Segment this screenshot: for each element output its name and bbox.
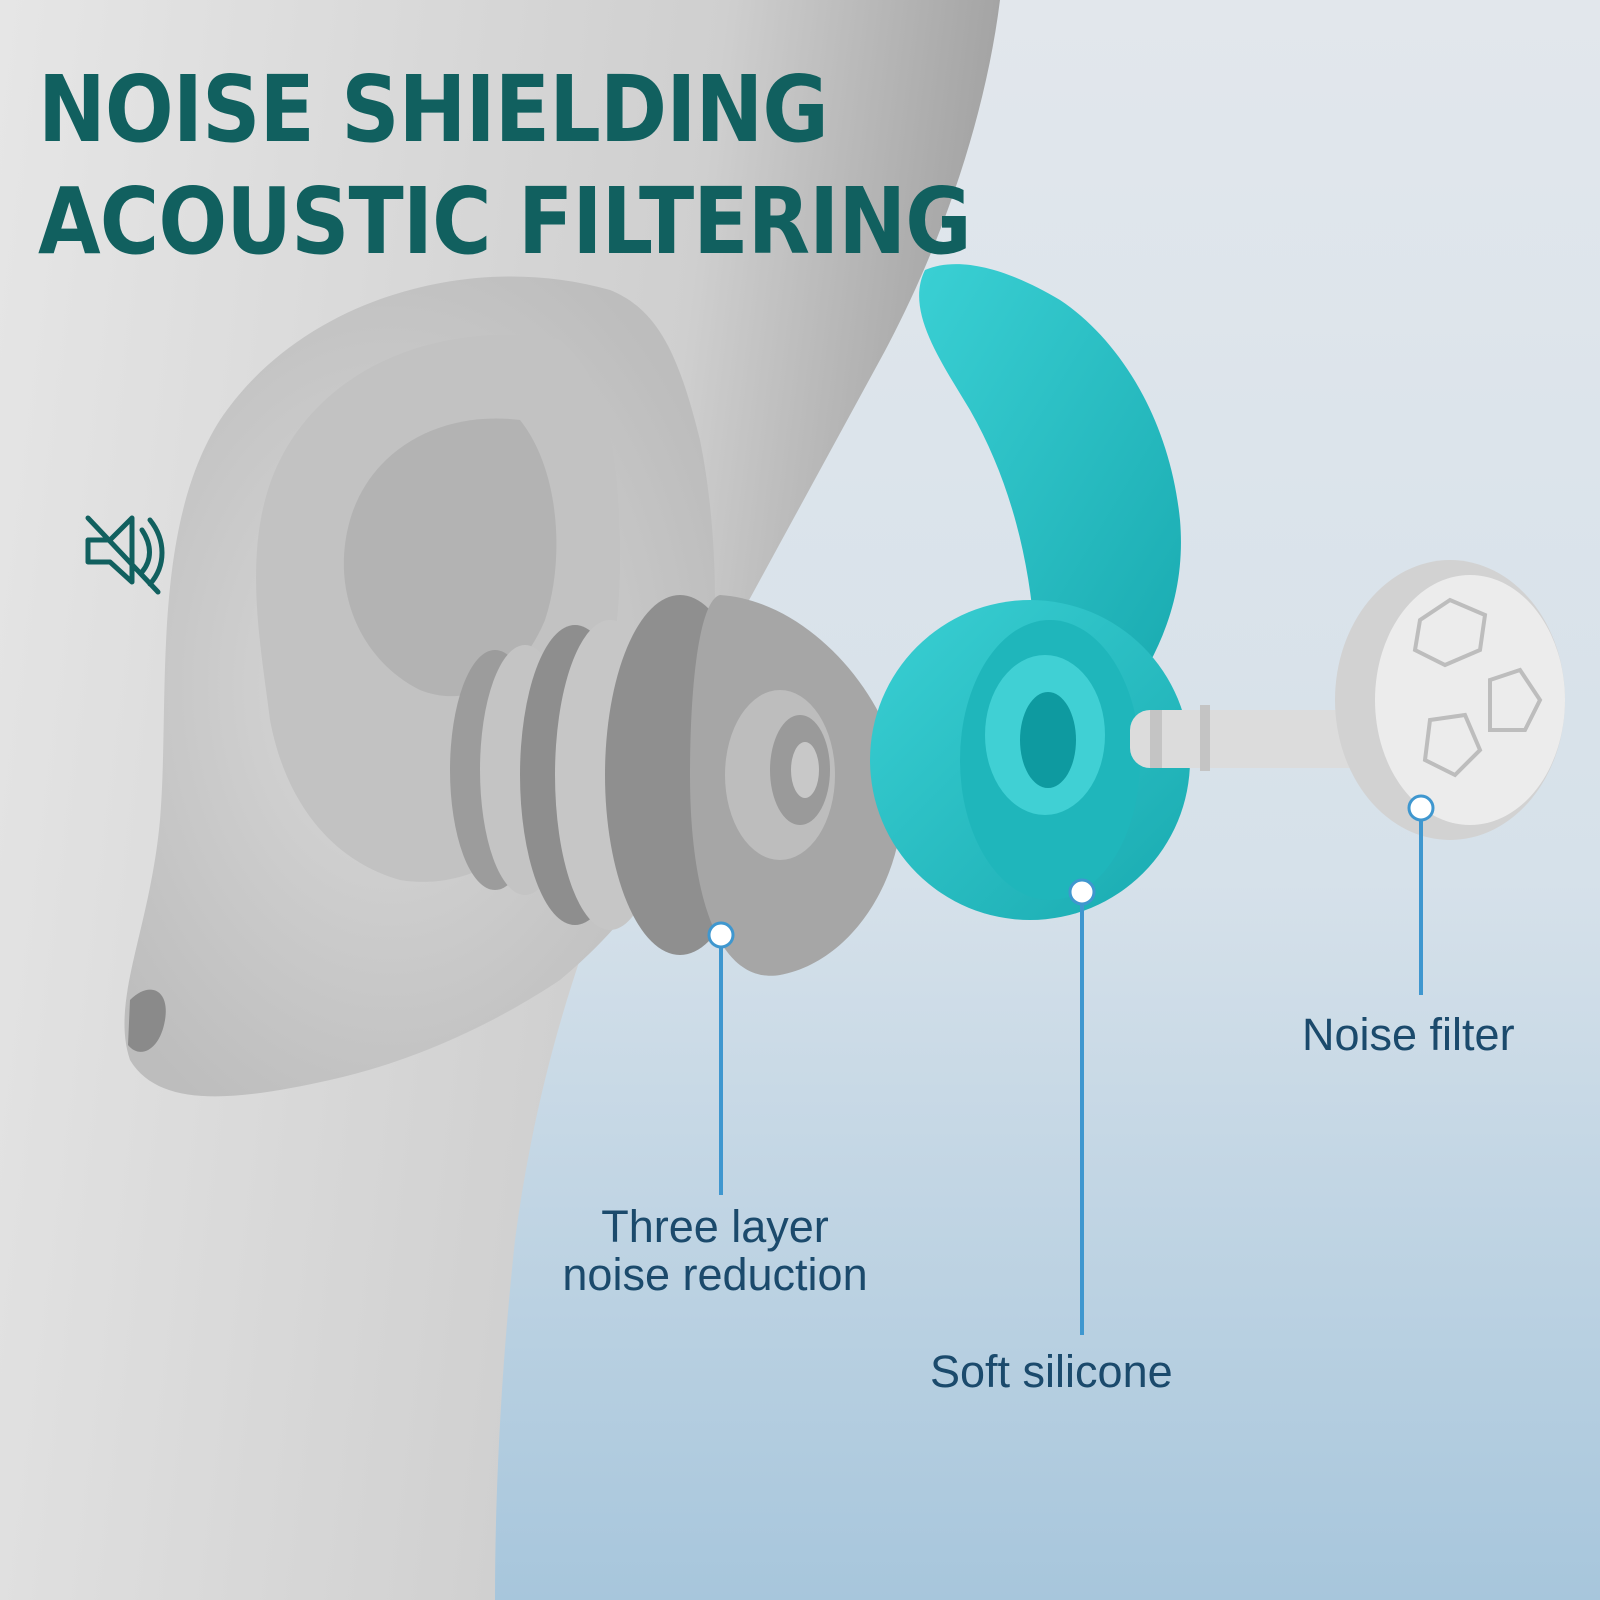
three-layer-tip <box>450 595 903 976</box>
leader-three-layer <box>707 921 735 1195</box>
headline-line-2: ACOUSTIC FILTERING <box>38 168 972 275</box>
leader-noise-filter <box>1407 794 1435 995</box>
callout-soft-silicone: Soft silicone <box>930 1346 1173 1397</box>
callout-three-layer-line-2: noise reduction <box>562 1249 868 1300</box>
callout-noise-filter: Noise filter <box>1302 1009 1515 1060</box>
leader-soft-silicone <box>1068 878 1096 1335</box>
headline-line-1: NOISE SHIELDING <box>38 56 829 163</box>
teal-earplug <box>870 264 1190 920</box>
callout-three-layer: Three layer noise reduction <box>520 1203 910 1299</box>
noise-filter-part <box>1130 560 1565 840</box>
callout-three-layer-line-1: Three layer <box>601 1201 829 1252</box>
speaker-muted-icon <box>85 515 165 595</box>
